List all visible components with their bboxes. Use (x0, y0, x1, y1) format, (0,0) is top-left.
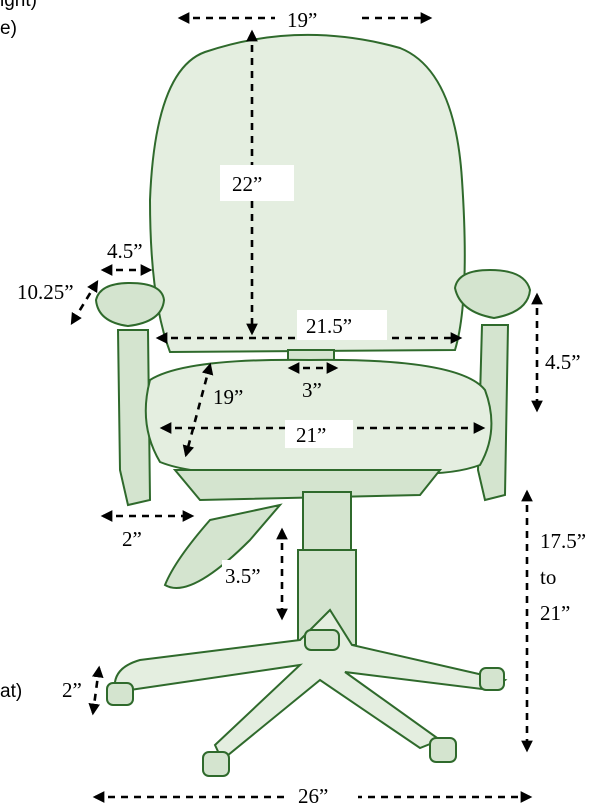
label-base-width: 26” (298, 784, 328, 805)
arrow-seat-depth (182, 362, 214, 458)
label-backrest-width: 19” (287, 8, 317, 32)
label-back-gap: 3” (302, 378, 322, 402)
label-backrest-height: 22” (232, 172, 262, 196)
label-seat-height-line2: to (540, 565, 556, 589)
side-text-top: ight) (0, 0, 37, 11)
label-seat-height-line3: 21” (540, 601, 570, 625)
label-seat-height-line1: 17.5” (540, 529, 586, 553)
caster-front-left (202, 751, 230, 777)
label-armrest-width: 4.5” (107, 239, 143, 263)
caster-front-right (429, 737, 457, 763)
backrest (148, 33, 466, 354)
caster-left (106, 682, 134, 706)
label-cylinder-travel: 3.5” (225, 564, 261, 588)
label-caster-height: 2” (62, 678, 82, 702)
label-seat-width: 21” (296, 423, 326, 447)
adjust-lever (163, 503, 283, 589)
dimension-labels: 19” 22” 4.5” 10.25” 21.5” 4.5” 19” 3” 21… (15, 6, 602, 805)
right-arm-pad (453, 268, 532, 320)
caster-right (479, 667, 505, 691)
gas-cylinder-upper (302, 491, 352, 553)
label-arm-offset: 2” (122, 527, 142, 551)
label-seat-depth: 19” (213, 385, 243, 409)
dimension-arrows (70, 12, 543, 803)
label-back-lower-width: 21.5” (306, 314, 352, 338)
label-armrest-length: 10.25” (17, 280, 74, 304)
chair-illustration (94, 33, 532, 777)
caster-center (304, 629, 340, 651)
arrow-caster-height (88, 665, 104, 716)
left-arm-pad (94, 281, 166, 328)
side-text-lower: at) (0, 681, 22, 702)
seat-mechanism (172, 469, 443, 502)
arrow-armrest-length (70, 280, 99, 325)
side-text-upper: e) (0, 18, 17, 39)
left-arm-post (116, 329, 152, 507)
label-armrest-height: 4.5” (545, 350, 581, 374)
